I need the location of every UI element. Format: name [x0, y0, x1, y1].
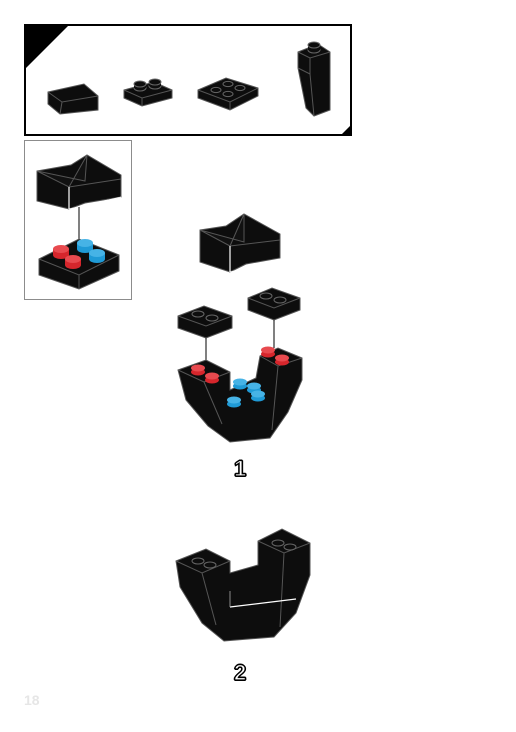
- sub-assembly-box: [24, 140, 132, 300]
- parts-list-frame: [24, 24, 352, 136]
- step-number: 2: [234, 660, 247, 686]
- step-number: 1: [234, 456, 247, 482]
- frame-corner-icon: [24, 24, 70, 70]
- inverted-slope-icon: [290, 38, 340, 118]
- sub-assembly-illustration: [25, 141, 131, 299]
- step-2-assembled-view: [170, 515, 320, 645]
- page-number: 18: [24, 692, 40, 708]
- plate-1x2-icon: [122, 76, 174, 110]
- frame-corner-icon: [340, 124, 352, 136]
- plate-2x2-jumper-icon: [196, 70, 260, 114]
- step-1-exploded-view: [160, 200, 330, 450]
- slope-brick-icon: [46, 78, 100, 116]
